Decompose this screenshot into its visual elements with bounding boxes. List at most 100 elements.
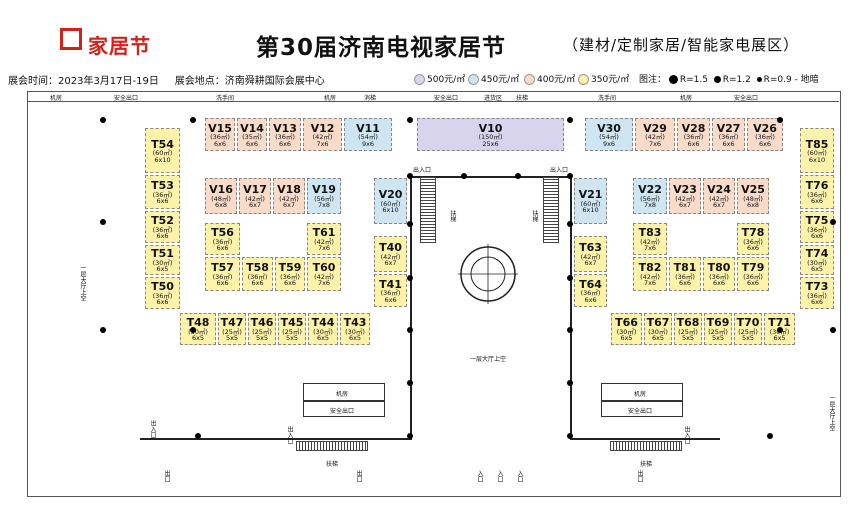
booth-t70[interactable]: T70(25㎡)5x5 — [734, 313, 762, 345]
booth-t61[interactable]: T61(42㎡)7x6 — [307, 223, 341, 255]
booth-area: (60㎡) — [807, 149, 827, 158]
booth-t58[interactable]: T58(36㎡)6x6 — [242, 257, 273, 291]
booth-t59[interactable]: T59(36㎡)6x6 — [275, 257, 305, 291]
booth-t53[interactable]: T53(36㎡)6x6 — [145, 175, 180, 209]
top-label-6: 安全出口 — [434, 95, 459, 102]
booth-t75[interactable]: T75(36㎡)6x6 — [800, 211, 834, 243]
circle-icon — [414, 74, 425, 85]
booth-dimensions: 25x6 — [482, 139, 499, 148]
booth-t74[interactable]: T74(30㎡)6x5 — [800, 245, 834, 275]
booth-t73[interactable]: T73(36㎡)6x6 — [800, 277, 834, 309]
booth-dimensions: 6x6 — [746, 244, 760, 253]
booth-t40[interactable]: T40(42㎡)6x7 — [374, 236, 407, 272]
booth-dimensions: 7x6 — [648, 139, 662, 148]
booth-t41[interactable]: T41(36㎡)6x6 — [374, 274, 407, 307]
circle-icon — [468, 74, 479, 85]
booth-id: T61 — [312, 226, 336, 239]
booth-area: (42㎡) — [245, 194, 265, 203]
booth-t57[interactable]: T57(36㎡)6x6 — [205, 257, 240, 291]
booth-t67[interactable]: T67(30㎡)6x5 — [644, 313, 672, 345]
booth-area: (30㎡) — [313, 327, 333, 336]
legend-450-label: 450元/㎡ — [481, 75, 520, 85]
booth-dimensions: 6x5 — [810, 265, 824, 274]
booth-v17[interactable]: V17(42㎡)6x7 — [239, 178, 271, 214]
booth-id: T59 — [278, 261, 302, 274]
booth-dimensions: 7x8 — [643, 201, 657, 210]
booth-t48[interactable]: T48(30㎡)6x5 — [180, 313, 216, 345]
booth-t81[interactable]: T81(36㎡)6x6 — [669, 257, 701, 291]
booth-t66[interactable]: T66(30㎡)6x5 — [611, 313, 642, 345]
booth-id: T70 — [736, 316, 760, 329]
booth-t56[interactable]: T56(36㎡)6x6 — [205, 223, 240, 255]
booth-id: V30 — [597, 121, 621, 135]
booth-t60[interactable]: T60(42㎡)7x6 — [307, 257, 341, 291]
booth-v11[interactable]: V11(54㎡)9x6 — [344, 118, 392, 151]
legend-pillars: 图注： R=1.5 R=1.2 R=0.9 - 地暗 — [639, 72, 819, 85]
booth-v27[interactable]: V27(36㎡)6x6 — [712, 118, 745, 151]
booth-t54[interactable]: T54(60㎡)6x10 — [145, 128, 180, 173]
booth-t64[interactable]: T64(36㎡)6x6 — [574, 274, 607, 307]
booth-id: V10 — [478, 121, 503, 135]
booth-area: (56㎡) — [640, 194, 660, 203]
booth-id: T82 — [638, 261, 662, 274]
booth-v10[interactable]: V10(150㎡)25x6 — [417, 118, 564, 151]
booth-t80[interactable]: T80(36㎡)6x6 — [703, 257, 735, 291]
booth-t43[interactable]: T43(30㎡)6x5 — [340, 313, 370, 345]
booth-t52[interactable]: T52(36㎡)6x6 — [145, 211, 180, 243]
booth-t63[interactable]: T63(42㎡)6x7 — [574, 236, 607, 272]
hall-wall-right — [570, 176, 572, 440]
booth-dimensions: 6x7 — [384, 259, 397, 268]
booth-t45[interactable]: T45(25㎡)5x5 — [278, 313, 306, 345]
booth-v14[interactable]: V14(35㎡)6x6 — [237, 118, 267, 151]
booth-area: (42㎡) — [314, 272, 334, 281]
exit-label-3: 出口 — [636, 470, 643, 482]
safety-exit-right: 安全出口 — [601, 401, 683, 417]
entrance-right-label: 出入口 — [550, 167, 569, 174]
booth-v18[interactable]: V18(42㎡)6x7 — [273, 178, 305, 214]
booth-t85[interactable]: T85(60㎡)6x10 — [800, 128, 834, 173]
booth-area: (42㎡) — [640, 237, 660, 246]
booth-t82[interactable]: T82(42㎡)7x6 — [633, 257, 667, 291]
safety-exit-right-label: 安全出口 — [628, 408, 653, 415]
booth-v16[interactable]: V16(48㎡)6x8 — [205, 178, 237, 214]
booth-v12[interactable]: V12(42㎡)7x6 — [303, 118, 342, 151]
entry-label-1: 入口 — [476, 470, 483, 482]
booth-v22[interactable]: V22(56㎡)7x8 — [633, 178, 667, 214]
booth-t83[interactable]: T83(42㎡)7x6 — [633, 223, 667, 255]
legend-400-label: 400元/㎡ — [537, 75, 576, 85]
booth-v19[interactable]: V19(56㎡)7x8 — [307, 178, 341, 214]
booth-v21[interactable]: V21(60㎡)6x10 — [574, 178, 607, 224]
pillar-icon — [407, 433, 413, 439]
escalator-bottom-left — [296, 441, 368, 451]
escalator-bottom-left-label: 扶梯 — [326, 461, 339, 468]
booth-v26[interactable]: V26(36㎡)6x6 — [747, 118, 783, 151]
booth-t51[interactable]: T51(30㎡)6x5 — [145, 245, 180, 275]
booth-dimensions: 5x5 — [741, 334, 755, 343]
legend-500: 500元/㎡ — [414, 72, 465, 85]
booth-t76[interactable]: T76(36㎡)6x6 — [800, 175, 834, 209]
booth-t44[interactable]: T44(30㎡)6x5 — [308, 313, 338, 345]
booth-v24[interactable]: V24(42㎡)6x7 — [703, 178, 735, 214]
booth-v29[interactable]: V29(42㎡)7x6 — [635, 118, 675, 151]
booth-t47[interactable]: T47(25㎡)5x5 — [218, 313, 246, 345]
booth-t50[interactable]: T50(36㎡)6x6 — [145, 277, 180, 309]
booth-id: T68 — [676, 316, 700, 329]
booth-v23[interactable]: V23(42㎡)6x7 — [669, 178, 701, 214]
booth-v15[interactable]: V15(36㎡)6x6 — [205, 118, 235, 151]
booth-dimensions: 6x10 — [582, 206, 599, 215]
booth-v25[interactable]: V25(48㎡)6x8 — [737, 178, 769, 214]
south-wall-left — [140, 438, 412, 440]
booth-v28[interactable]: V28(36㎡)6x6 — [677, 118, 710, 151]
booth-dimensions: 6x6 — [278, 139, 292, 148]
booth-v13[interactable]: V13(36㎡)6x6 — [269, 118, 301, 151]
booth-v20[interactable]: V20(60㎡)6x10 — [374, 178, 407, 224]
booth-id: T81 — [673, 261, 697, 274]
booth-t69[interactable]: T69(25㎡)5x5 — [704, 313, 732, 345]
booth-t68[interactable]: T68(25㎡)5x5 — [674, 313, 702, 345]
booth-v30[interactable]: V30(54㎡)9x6 — [585, 118, 633, 151]
booth-t78[interactable]: T78(36㎡)6x6 — [737, 223, 769, 255]
booth-area: (36㎡) — [743, 237, 763, 246]
booth-dimensions: 6x5 — [316, 334, 330, 343]
booth-t46[interactable]: T46(25㎡)5x5 — [248, 313, 276, 345]
booth-t79[interactable]: T79(36㎡)6x6 — [737, 257, 769, 291]
